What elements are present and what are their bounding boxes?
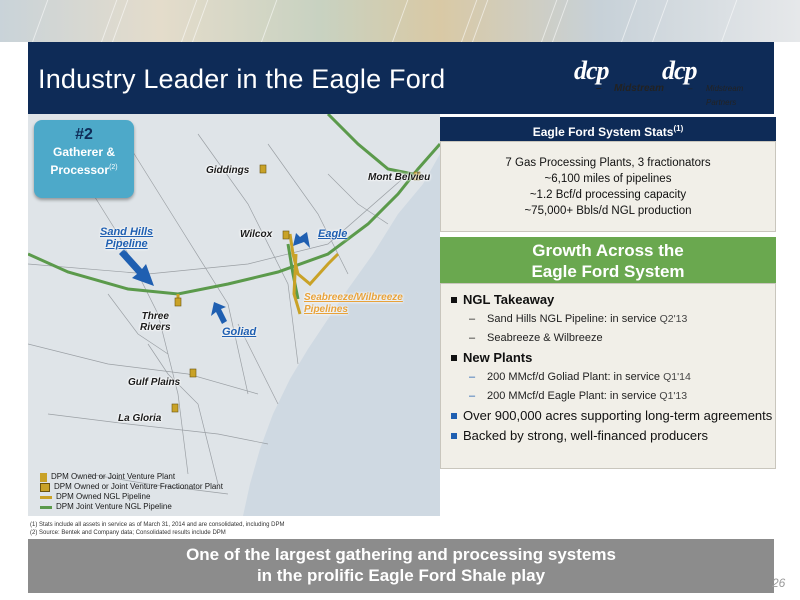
bullet-producers: Backed by strong, well-financed producer…	[451, 428, 775, 444]
fractionator-marker-icon	[40, 482, 50, 492]
stats-footnote-ref: (1)	[673, 124, 684, 133]
dcp-midstream-logo: dcp Midstream	[574, 56, 664, 98]
dcp-logo-mark: dcp	[574, 56, 610, 85]
city-gulf-plains: Gulf Plains	[128, 377, 181, 388]
dpm-logo-mark: dcp	[662, 56, 698, 85]
eagle-ford-map: #2 Gatherer & Processor(2) Giddings Mont…	[28, 114, 440, 516]
bullet-new-plants: New Plants	[451, 350, 775, 366]
stats-panel: 7 Gas Processing Plants, 3 fractionators…	[440, 141, 776, 232]
page-number: 26	[772, 576, 786, 590]
sub-sand-hills: Sand Hills NGL Pipeline: in service Q2'1…	[451, 312, 775, 326]
sub-goliad-plant: 200 MMcf/d Goliad Plant: in service Q1'1…	[451, 370, 775, 384]
legend-plant: DPM Owned or Joint Venture Plant	[40, 472, 223, 482]
bullet-ngl-takeaway: NGL Takeaway	[451, 292, 775, 308]
bullet-acres: Over 900,000 acres supporting long-term …	[451, 408, 775, 424]
stat-line: ~6,100 miles of pipelines	[544, 173, 672, 185]
growth-panel: NGL Takeaway Sand Hills NGL Pipeline: in…	[440, 283, 776, 469]
stat-line: 7 Gas Processing Plants, 3 fractionators	[505, 157, 711, 169]
stat-line: ~75,000+ Bbls/d NGL production	[524, 205, 692, 217]
badge-rank: #2	[75, 126, 93, 143]
header-photo-strip	[0, 0, 800, 42]
legend-jv-pipeline: DPM Joint Venture NGL Pipeline	[40, 502, 223, 512]
sub-seabreeze: Seabreeze & Wilbreeze	[451, 331, 775, 345]
jv-pipeline-line-icon	[40, 505, 52, 509]
bottom-banner: One of the largest gathering and process…	[28, 539, 774, 593]
footnote-2: (2) Source: Bentek and Company data; Con…	[30, 530, 226, 536]
badge-line-2: Processor(2)	[50, 163, 118, 177]
map-legend: DPM Owned or Joint Venture Plant DPM Own…	[40, 472, 223, 512]
legend-fractionator: DPM Owned or Joint Venture Fractionator …	[40, 482, 223, 492]
city-wilcox: Wilcox	[240, 229, 273, 240]
city-mont-belvieu: Mont Belvieu	[368, 172, 431, 183]
dpm-logo-subtitle: Midstream Partners	[670, 82, 772, 110]
callout-eagle: Eagle	[318, 228, 348, 240]
badge-footnote-ref: (2)	[109, 164, 118, 171]
stat-line: ~1.2 Bcf/d processing capacity	[529, 189, 687, 201]
title-bar: Industry Leader in the Eagle Ford dcp Mi…	[28, 42, 774, 114]
legend-owned-pipeline: DPM Owned NGL Pipeline	[40, 492, 223, 502]
city-la-gloria: La Gloria	[118, 413, 162, 424]
dcp-midstream-partners-logo: dcp Midstream Partners	[662, 56, 772, 108]
owned-pipeline-line-icon	[40, 495, 52, 499]
dcp-logo-subtitle: Midstream	[578, 82, 664, 96]
page-title: Industry Leader in the Eagle Ford	[38, 64, 446, 94]
gatherer-processor-badge: #2 Gatherer & Processor(2)	[34, 120, 134, 198]
badge-line-1: Gatherer &	[52, 145, 116, 159]
map-graphic	[28, 114, 440, 516]
callout-goliad: Goliad	[222, 326, 257, 338]
city-giddings: Giddings	[206, 165, 250, 176]
plant-marker-icon	[40, 472, 47, 482]
stats-heading: Eagle Ford System Stats(1)	[440, 117, 776, 141]
sub-eagle-plant: 200 MMcf/d Eagle Plant: in service Q1'13	[451, 389, 775, 403]
footnote-1: (1) Stats include all assets in service …	[30, 522, 285, 528]
